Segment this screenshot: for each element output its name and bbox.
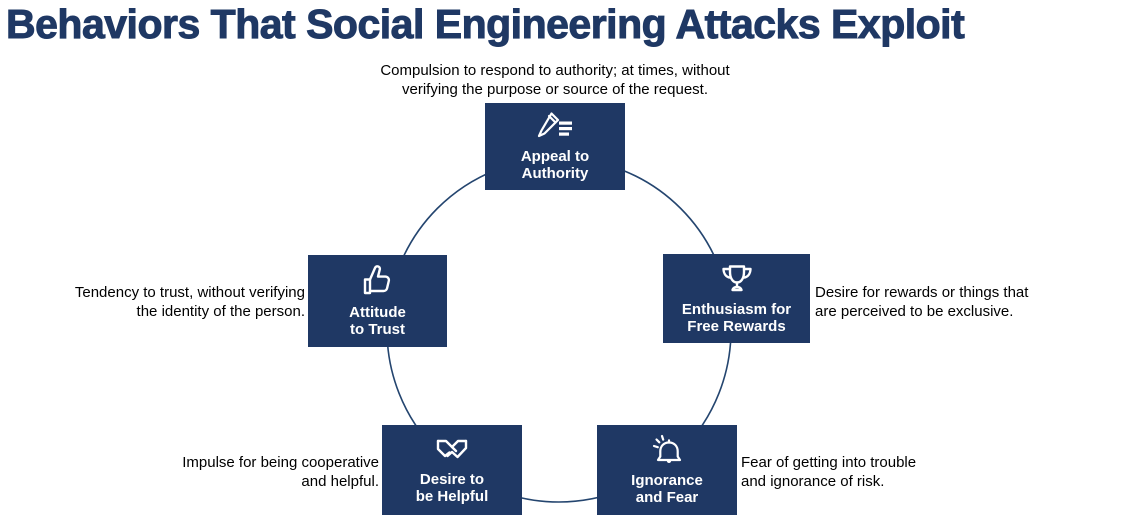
node-enthusiasm-label-line1: Enthusiasm for (681, 300, 792, 318)
node-ignorance-and-fear: Ignorance and Fear (597, 425, 737, 515)
node-ignorance-label-line2: and Fear (635, 489, 699, 506)
description-enthusiasm-for-free-rewards: Desire for rewards or things that are pe… (815, 284, 1065, 321)
node-desire-to-be-helpful: Desire to be Helpful (382, 425, 522, 515)
description-ignorance-and-fear: Fear of getting into trouble and ignoran… (741, 454, 951, 491)
description-line: Fear of getting into trouble (741, 454, 917, 471)
node-enthusiasm-for-free-rewards: Enthusiasm for Free Rewards (663, 254, 810, 343)
description-attitude-to-trust: Tendency to trust, without verifying the… (45, 284, 305, 321)
node-trust-label-line1: Attitude (349, 303, 406, 321)
description-line: verifying the purpose or source of the r… (401, 80, 708, 98)
node-helpful-label-line1: Desire to (419, 470, 485, 488)
description-line: Compulsion to respond to authority; at t… (380, 62, 730, 79)
node-trust-label-line2: to Trust (350, 320, 405, 338)
node-attitude-to-trust: Attitude to Trust (308, 255, 447, 347)
node-ignorance-label-line1: Ignorance (631, 472, 703, 489)
thumbs-up-icon (358, 264, 398, 299)
description-line: Impulse for being cooperative (182, 454, 379, 471)
handshake-icon (430, 436, 474, 466)
trophy-icon (717, 263, 757, 296)
node-appeal-label-line1: Appeal to (520, 148, 590, 165)
description-line: are perceived to be exclusive. (815, 302, 1014, 320)
pencil-edit-icon (534, 111, 576, 143)
node-enthusiasm-label-line2: Free Rewards (687, 317, 786, 335)
description-line: Tendency to trust, without verifying (74, 284, 305, 301)
description-line: Desire for rewards or things that (815, 284, 1029, 301)
page-title: Behaviors That Social Engineering Attack… (6, 1, 966, 48)
node-helpful-label-line2: be Helpful (415, 487, 489, 505)
description-line: and helpful. (301, 472, 379, 490)
description-appeal-to-authority: Compulsion to respond to authority; at t… (345, 62, 765, 99)
bell-alert-icon (647, 434, 687, 467)
description-line: the identity of the person. (136, 302, 305, 320)
description-desire-to-be-helpful: Impulse for being cooperative and helpfu… (155, 454, 379, 491)
description-line: and ignorance of risk. (741, 472, 885, 490)
node-appeal-to-authority: Appeal to Authority (485, 103, 625, 190)
node-appeal-label-line2: Authority (521, 165, 589, 182)
